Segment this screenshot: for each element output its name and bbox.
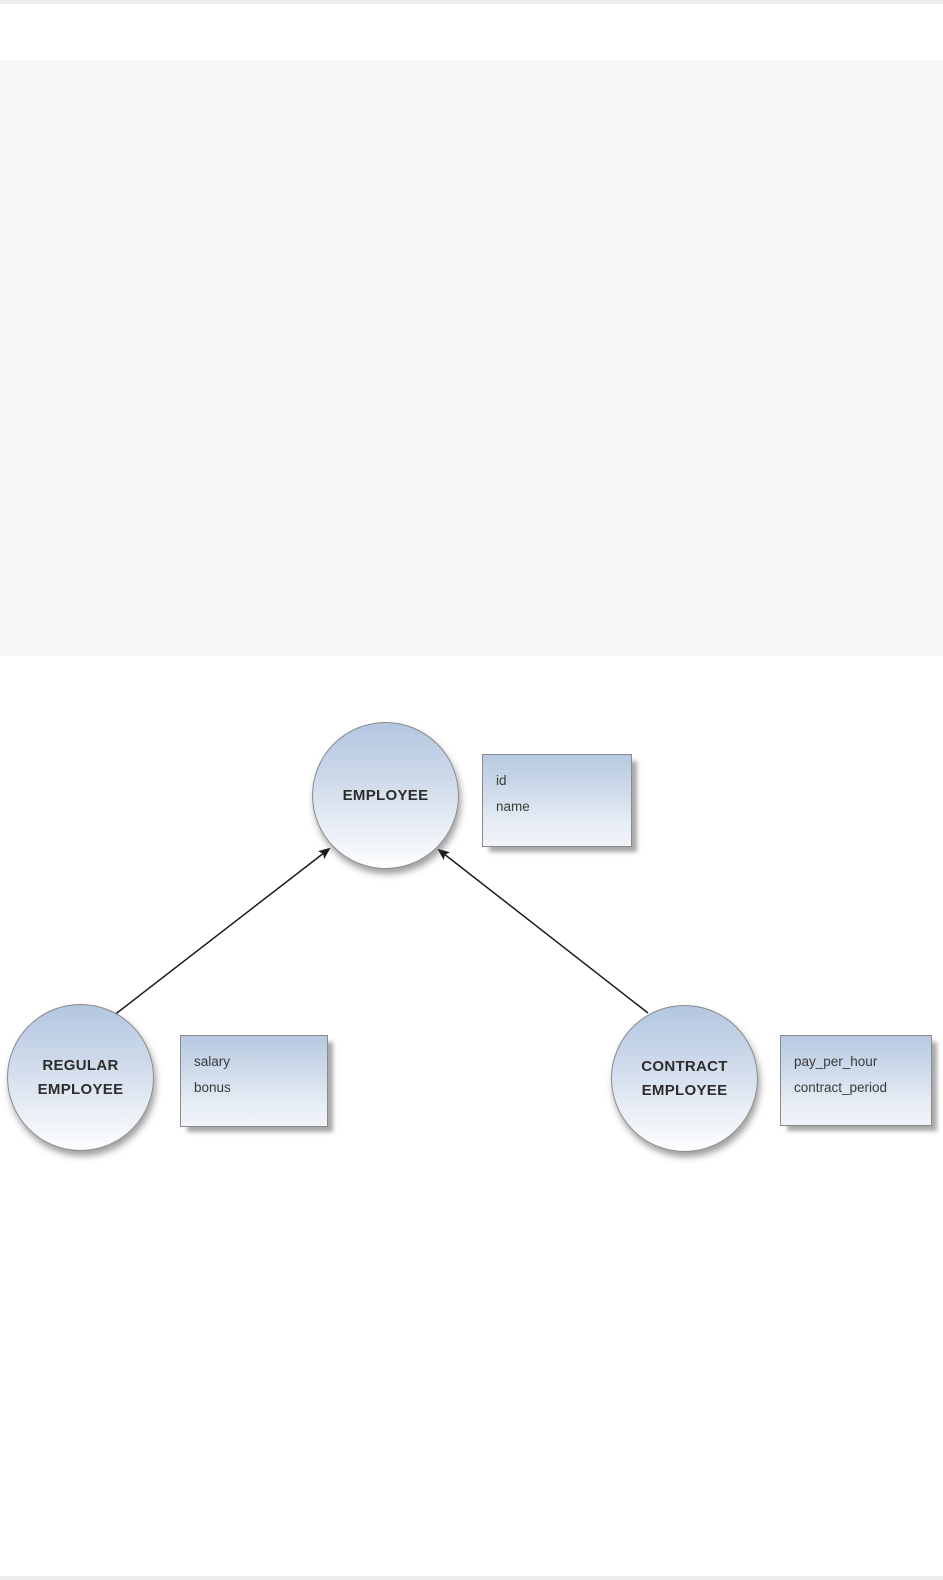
entity-regular-employee: REGULAR EMPLOYEE bbox=[7, 1004, 154, 1151]
attribute-id: id bbox=[496, 773, 507, 788]
attribute-bonus: bonus bbox=[194, 1080, 231, 1095]
empty-gray-panel bbox=[0, 60, 943, 656]
arrow-contract-to-employee bbox=[437, 848, 649, 1014]
entity-contract-employee: CONTRACT EMPLOYEE bbox=[611, 1005, 758, 1152]
top-edge-strip bbox=[0, 0, 943, 4]
attribute-pay-per-hour: pay_per_hour bbox=[794, 1054, 878, 1069]
attribute-contract-period: contract_period bbox=[794, 1080, 888, 1095]
entity-employee: EMPLOYEE bbox=[312, 722, 459, 869]
entity-employee-label: EMPLOYEE bbox=[342, 786, 429, 804]
entity-contract-employee-label: CONTRACT EMPLOYEE bbox=[641, 1057, 728, 1099]
attribute-box-contract-employee: pay_per_hour contract_period bbox=[780, 1035, 932, 1126]
entity-regular-employee-label: REGULAR EMPLOYEE bbox=[37, 1056, 124, 1098]
attribute-salary: salary bbox=[194, 1054, 231, 1069]
attribute-box-employee: id name bbox=[482, 754, 632, 847]
arrow-regular-to-employee bbox=[112, 847, 331, 1017]
attribute-name: name bbox=[496, 799, 530, 814]
bottom-edge-strip bbox=[0, 1576, 943, 1580]
attribute-box-regular-employee: salary bonus bbox=[180, 1035, 328, 1127]
